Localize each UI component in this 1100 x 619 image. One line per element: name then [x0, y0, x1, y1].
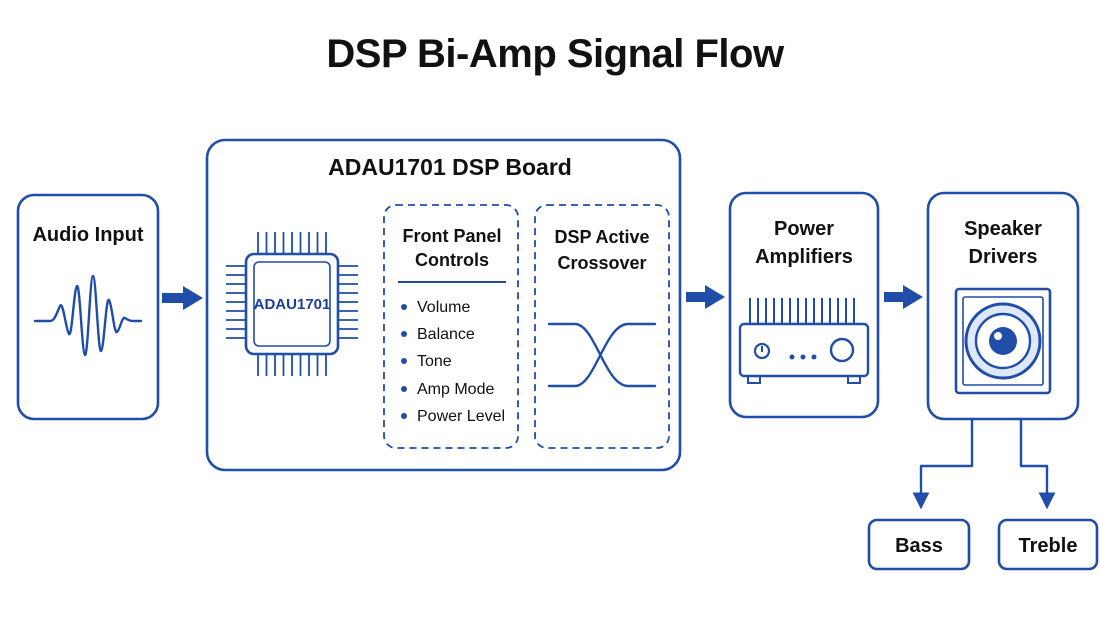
- control-list: Volume Balance Tone Amp Mode Power Level: [401, 299, 505, 425]
- arrow-amplifiers-to-speakers: [884, 285, 923, 309]
- dsp-board-label: ADAU1701 DSP Board: [328, 154, 572, 180]
- arrow-input-to-dsp: [162, 286, 203, 310]
- power-amplifiers-label-line1: Power: [774, 218, 834, 240]
- chip-icon: ADAU1701: [226, 232, 358, 376]
- bass-label: Bass: [895, 535, 943, 557]
- control-item-power-level: Power Level: [417, 408, 505, 425]
- dsp-board-block: ADAU1701 DSP Board ADAU1701 Front Panel …: [205, 138, 682, 472]
- front-panel-title-line2: Controls: [415, 250, 489, 270]
- speaker-drivers-label-line2: Drivers: [969, 246, 1038, 268]
- control-item-balance: Balance: [417, 326, 475, 343]
- list-item: Balance: [401, 326, 475, 343]
- list-item: Amp Mode: [401, 381, 494, 398]
- page-title: DSP Bi-Amp Signal Flow: [326, 32, 785, 76]
- bass-output-box: Bass: [867, 518, 971, 571]
- list-item: Volume: [401, 299, 470, 316]
- speaker-icon: [954, 287, 1052, 395]
- treble-output-box: Treble: [997, 518, 1099, 571]
- crossover-title-line2: Crossover: [557, 253, 646, 273]
- arrow-dsp-to-amplifiers: [686, 285, 725, 309]
- waveform-icon: [33, 274, 143, 357]
- front-panel-title-line1: Front Panel: [402, 226, 501, 246]
- control-item-amp-mode: Amp Mode: [417, 381, 494, 398]
- control-item-volume: Volume: [417, 299, 470, 316]
- front-panel-controls-panel: Front Panel Controls Volume Balance Tone: [383, 204, 519, 449]
- connector-to-treble: [1019, 417, 1056, 510]
- crossover-curve-icon: [547, 322, 657, 388]
- power-amplifiers-label-line2: Amplifiers: [755, 246, 853, 268]
- list-item: Tone: [401, 353, 452, 370]
- dsp-crossover-panel: DSP Active Crossover: [534, 204, 670, 449]
- crossover-title-line1: DSP Active: [554, 227, 649, 247]
- connector-to-bass: [912, 417, 974, 510]
- power-amplifiers-block: Power Amplifiers: [728, 191, 880, 419]
- chip-label: ADAU1701: [254, 296, 331, 313]
- speaker-drivers-label-line1: Speaker: [964, 218, 1042, 240]
- list-item: Power Level: [401, 408, 505, 425]
- audio-input-label: Audio Input: [32, 224, 143, 246]
- treble-label: Treble: [1019, 535, 1078, 557]
- control-item-tone: Tone: [417, 353, 452, 370]
- amplifier-icon: [738, 298, 870, 384]
- speaker-drivers-block: Speaker Drivers: [926, 191, 1080, 421]
- audio-input-block: Audio Input: [16, 193, 160, 421]
